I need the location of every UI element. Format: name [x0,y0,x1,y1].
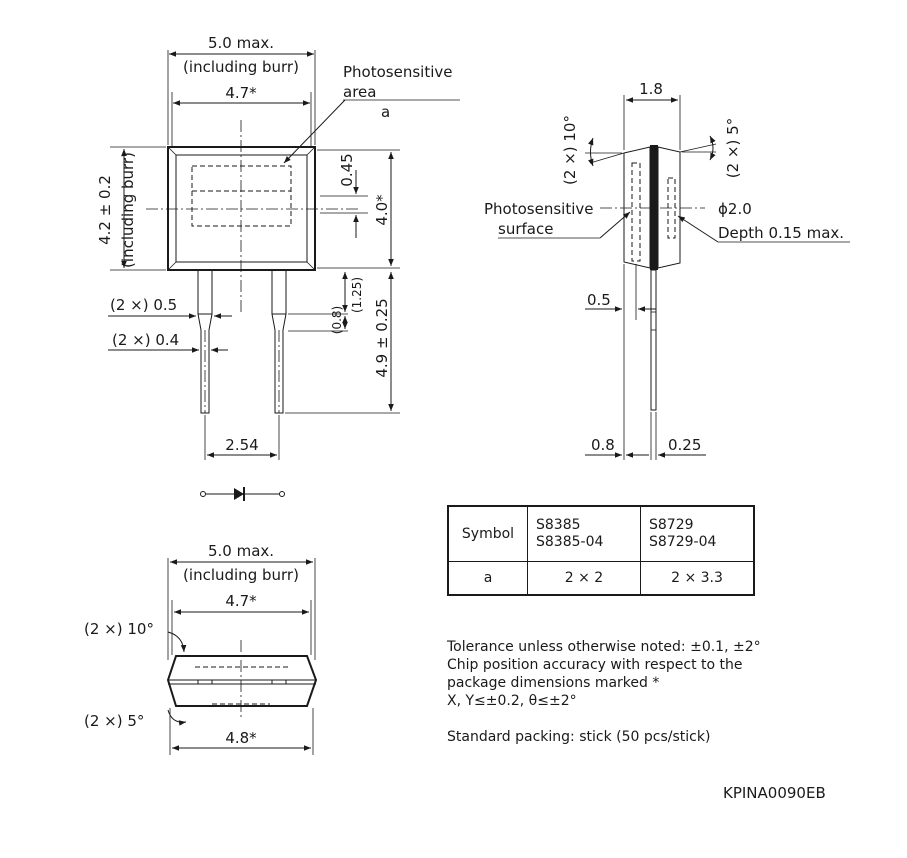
photosensitive-area-label-2: area [343,83,376,101]
bottom-angle-bottom-label: (2 ×) 5° [84,712,144,730]
side-dim-08-label: 0.8 [591,436,615,454]
bottom-angle-top-label: (2 ×) 10° [84,620,154,638]
package-body-bottom [166,655,318,707]
package-body-front [167,146,316,271]
table-header-col2: S8729 S8729-04 [640,505,755,562]
front-width-label: 5.0 max. [208,34,274,52]
table-header-col1-line2: S8385-04 [536,534,604,550]
table-header-symbol: Symbol [447,505,528,562]
lead-pitch-label: 2.54 [225,436,258,454]
front-view: 5.0 max. (including burr) 4.7* Photosens… [96,34,460,460]
bottom-top-width-label: 4.7* [225,592,257,610]
hole-diameter-label: ϕ2.0 [718,200,752,218]
hole-depth-label: Depth 0.15 max. [718,224,844,242]
side-dim-025-label: 0.25 [668,436,701,454]
front-burr-label: (including burr) [183,58,299,76]
lead-right-upper [271,269,287,315]
table-header-row: Symbol S8385 S8385-04 S8729 S8729-04 [447,505,755,562]
table-cell-col2: 2 × 3.3 [640,561,755,596]
note-tolerance: Tolerance unless otherwise noted: ±0.1, … [447,639,761,655]
side-angle-left-label: (2 ×) 10° [561,115,579,185]
lead-length-label: 4.9 ± 0.25 [373,298,391,377]
bottom-view: 5.0 max. (including burr) 4.7* (2 ×) 10°… [84,542,318,755]
photosensitive-area [191,165,292,227]
table-header-col2-line1: S8729 [649,517,694,533]
note-packing: Standard packing: stick (50 pcs/stick) [447,729,711,745]
photosensitive-surface-label-2: surface [498,220,553,238]
photosensitive-area-label-1: Photosensitive [343,63,452,81]
lead-125-label: (1.25) [350,277,364,313]
table-header-col1: S8385 S8385-04 [527,505,641,562]
side-angle-right-label: (2 ×) 5° [724,118,742,178]
lead-left-upper [197,269,213,315]
bottom-width-label: 5.0 max. [208,542,274,560]
table-header-col1-line1: S8385 [536,517,581,533]
front-height-label: 4.2 ± 0.2 [96,175,114,245]
bottom-width-48-label: 4.8* [225,729,257,747]
lead-width-05-label: (2 ×) 0.5 [110,296,177,314]
side-body-left [623,146,651,269]
table-header-col2-line2: S8729-04 [649,534,717,550]
side-thickness-label: 1.8 [639,80,663,98]
note-chip-position: Chip position accuracy with respect to t… [447,657,743,673]
drawing-code: KPINA0090EB [723,784,826,802]
bottom-burr-label: (including burr) [183,566,299,584]
table-row: a 2 × 2 2 × 3.3 [447,561,755,596]
side-view: 1.8 (2 ×) 10° (2 ×) 5° Photosensitive su… [484,80,850,460]
lead-08-label: (0.8) [330,306,344,334]
dimension-table: Symbol S8385 S8385-04 S8729 S8729-04 a 2… [447,505,755,596]
front-height-burr-label: (including burr) [119,152,137,268]
photosensitive-area-a: a [381,103,390,121]
note-xy: X, Y≤±0.2, θ≤±2° [447,693,577,709]
table-cell-symbol: a [447,561,528,596]
notes: Tolerance unless otherwise noted: ±0.1, … [447,638,867,746]
front-offset-label: 0.45 [338,153,356,186]
diode-symbol [200,487,285,501]
side-frame [650,145,658,270]
front-height-right-label: 4.0* [373,194,391,226]
side-dim-05-label: 0.5 [587,291,611,309]
note-package: package dimensions marked * [447,675,660,691]
lead-width-04-label: (2 ×) 0.4 [112,331,179,349]
photosensitive-surface-label-1: Photosensitive [484,200,593,218]
front-inner-width-label: 4.7* [225,84,257,102]
table-cell-col1: 2 × 2 [527,561,641,596]
side-body-right [657,146,681,269]
